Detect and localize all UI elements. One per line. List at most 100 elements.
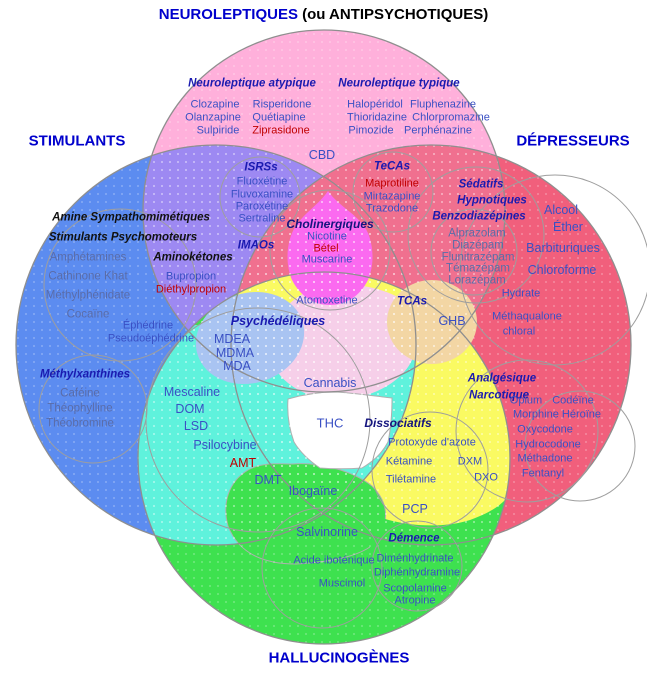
drug-salvinorine: Salvinorine xyxy=(296,524,358,539)
header-imaos: IMAOs xyxy=(237,239,275,252)
drug-amphetamines: Amphétamines xyxy=(49,251,127,264)
drug-flunitrazepam: Flunitrazépam xyxy=(441,251,515,264)
header-amine-sympathomimetiques: Amine Sympathomimétiques xyxy=(52,211,210,224)
drug-dmt: DMT xyxy=(254,472,282,487)
drug-risperidone: Risperidone xyxy=(252,98,312,111)
drug-temazepam: Témazépam xyxy=(446,262,510,275)
header-stimulants-psychomoteurs: Stimulants Psychomoteurs xyxy=(48,231,198,244)
tecas-outline xyxy=(352,151,434,233)
drug-dom: DOM xyxy=(175,401,205,416)
drug-diphenhydramine: Diphénhydramine xyxy=(373,566,461,579)
drug-muscarine: Muscarine xyxy=(301,253,353,266)
drug-cafeine: Caféine xyxy=(60,387,100,400)
title-neuroleptiques: NEUROLEPTIQUES xyxy=(158,6,298,23)
header-isrs: ISRSs xyxy=(244,161,278,174)
drug-chloral: chloral xyxy=(502,325,536,338)
drug-hydrate: Hydrate xyxy=(501,287,541,300)
page-title: NEUROLEPTIQUES (ou ANTIPSYCHOTIQUES) xyxy=(0,6,647,23)
dissociatifs-outline xyxy=(371,411,489,529)
drug-dxo: DXO xyxy=(474,471,498,484)
drug-oxycodone: Oxycodone xyxy=(517,423,573,436)
drug-dimenhydrinate: Diménhydrinate xyxy=(376,552,454,565)
muscimol-outline xyxy=(261,507,383,629)
drug-methaqualone: Méthaqualone xyxy=(492,310,562,323)
title-antipsychotiques: (ou ANTIPSYCHOTIQUES) xyxy=(297,6,489,23)
drug-hydrocodone: Hydrocodone xyxy=(515,438,581,451)
drug-diazepam: Diazépam xyxy=(452,239,504,252)
drug-atropine: Atropine xyxy=(394,594,436,607)
drug-mescaline: Mescaline xyxy=(163,384,221,399)
drug-fluoxetine: Fluoxétine xyxy=(236,175,288,188)
drug-fentanyl: Fentanyl xyxy=(521,467,565,480)
drug-muscimol: Muscimol xyxy=(318,577,366,590)
drug-ziprasidone: Ziprasidone xyxy=(252,124,310,137)
drug-pimozide: Pimozide xyxy=(348,124,394,137)
header-cholinergiques: Cholinergiques xyxy=(286,217,374,231)
drug-alprazolam: Alprazolam xyxy=(448,227,506,240)
drug-thc: THC xyxy=(316,415,344,431)
drug-theophylline: Théophylline xyxy=(47,402,113,415)
drug-quetiapine: Quétiapine xyxy=(252,111,306,124)
drug-ephedrine: Éphédrine xyxy=(122,319,174,332)
drug-tiletamine: Tilétamine xyxy=(385,473,437,486)
drug-scopolamine: Scopolamine xyxy=(383,582,447,595)
drug-atomoxetine: Atomoxetine xyxy=(296,294,358,307)
header-methylxanthines: Méthylxanthines xyxy=(39,368,131,381)
header-neuroleptique-typique: Neuroleptique typique xyxy=(338,77,460,90)
subgroup-outlines xyxy=(38,151,647,629)
drug-acide-ibotenique: Acide iboténique xyxy=(293,554,375,567)
drug-maprotiline: Maprotiline xyxy=(365,177,419,190)
drug-chlorpromazine: Chlorpromazine xyxy=(412,111,490,124)
drug-mdma: MDMA xyxy=(215,345,255,360)
axis-hallucinogenes: HALLUCINOGÈNES xyxy=(268,649,410,667)
drug-mdea: MDEA xyxy=(213,331,251,346)
drug-fluphenazine: Fluphenazine xyxy=(409,98,477,111)
drug-trazodone: Trazodone xyxy=(365,202,419,215)
drug-olanzapine: Olanzapine xyxy=(185,111,241,124)
drug-lorazepam: Lorazépam xyxy=(448,274,506,287)
drug-bupropion: Bupropion xyxy=(165,270,217,283)
drug-ibogaine: Ibogaïne xyxy=(288,483,338,498)
drug-pcp: PCP xyxy=(402,501,428,516)
header-dissociatifs: Dissociatifs xyxy=(364,416,432,430)
analgesique-outline xyxy=(455,359,599,503)
opium-outline xyxy=(524,390,636,502)
drug-alcool: Alcool xyxy=(543,202,579,217)
psychedeliques-outline xyxy=(145,307,371,533)
drug-paroxetine: Paroxétine xyxy=(235,200,289,213)
header-sedatifs: Sédatifs xyxy=(458,178,504,191)
drug-psilocybine: Psilocybine xyxy=(193,437,257,452)
drug-clozapine: Clozapine xyxy=(190,98,240,111)
amphetamines-outline xyxy=(43,208,197,362)
drug-sulpiride: Sulpiride xyxy=(196,124,240,137)
drug-ether: Éther xyxy=(553,219,583,234)
drug-haloperidol: Halopéridol xyxy=(347,98,403,111)
cholinergiques-outline xyxy=(269,189,391,311)
drug-mirtazapine: Mirtazapine xyxy=(363,190,421,203)
drug-fluvoxamine: Fluvoxamine xyxy=(230,188,294,201)
header-tcas: TCAs xyxy=(396,295,428,308)
alcool-outline xyxy=(459,174,647,366)
axis-depresseurs: DÉPRESSEURS xyxy=(516,132,630,150)
isrs-outline xyxy=(219,156,301,238)
drug-cocaine: Cocaïne xyxy=(66,308,110,321)
drug-diethylpropion: Diéthylpropion xyxy=(155,283,227,296)
drug-morphine-heroine: Morphine Héroïne xyxy=(512,408,602,421)
drug-lsd: LSD xyxy=(183,418,209,433)
main-circle-outlines xyxy=(15,29,632,645)
drug-chloroforme: Chloroforme xyxy=(527,262,597,277)
header-hypnotiques: Hypnotiques xyxy=(457,194,527,207)
drug-cbd: CBD xyxy=(308,147,336,162)
drug-barbituriques: Barbituriques xyxy=(526,240,600,255)
hypnotiques-outline xyxy=(407,166,545,304)
header-narcotique: Narcotique xyxy=(468,389,530,402)
drug-betel: Bétel xyxy=(313,242,339,255)
drug-mda: MDA xyxy=(223,358,251,373)
drug-nicotine: Nicotine xyxy=(307,230,347,243)
drug-codeine: Codéïne xyxy=(552,394,594,407)
header-tecas: TeCAs xyxy=(374,160,410,173)
demence-outline xyxy=(371,520,463,612)
drug-opium: Opium xyxy=(509,394,543,407)
